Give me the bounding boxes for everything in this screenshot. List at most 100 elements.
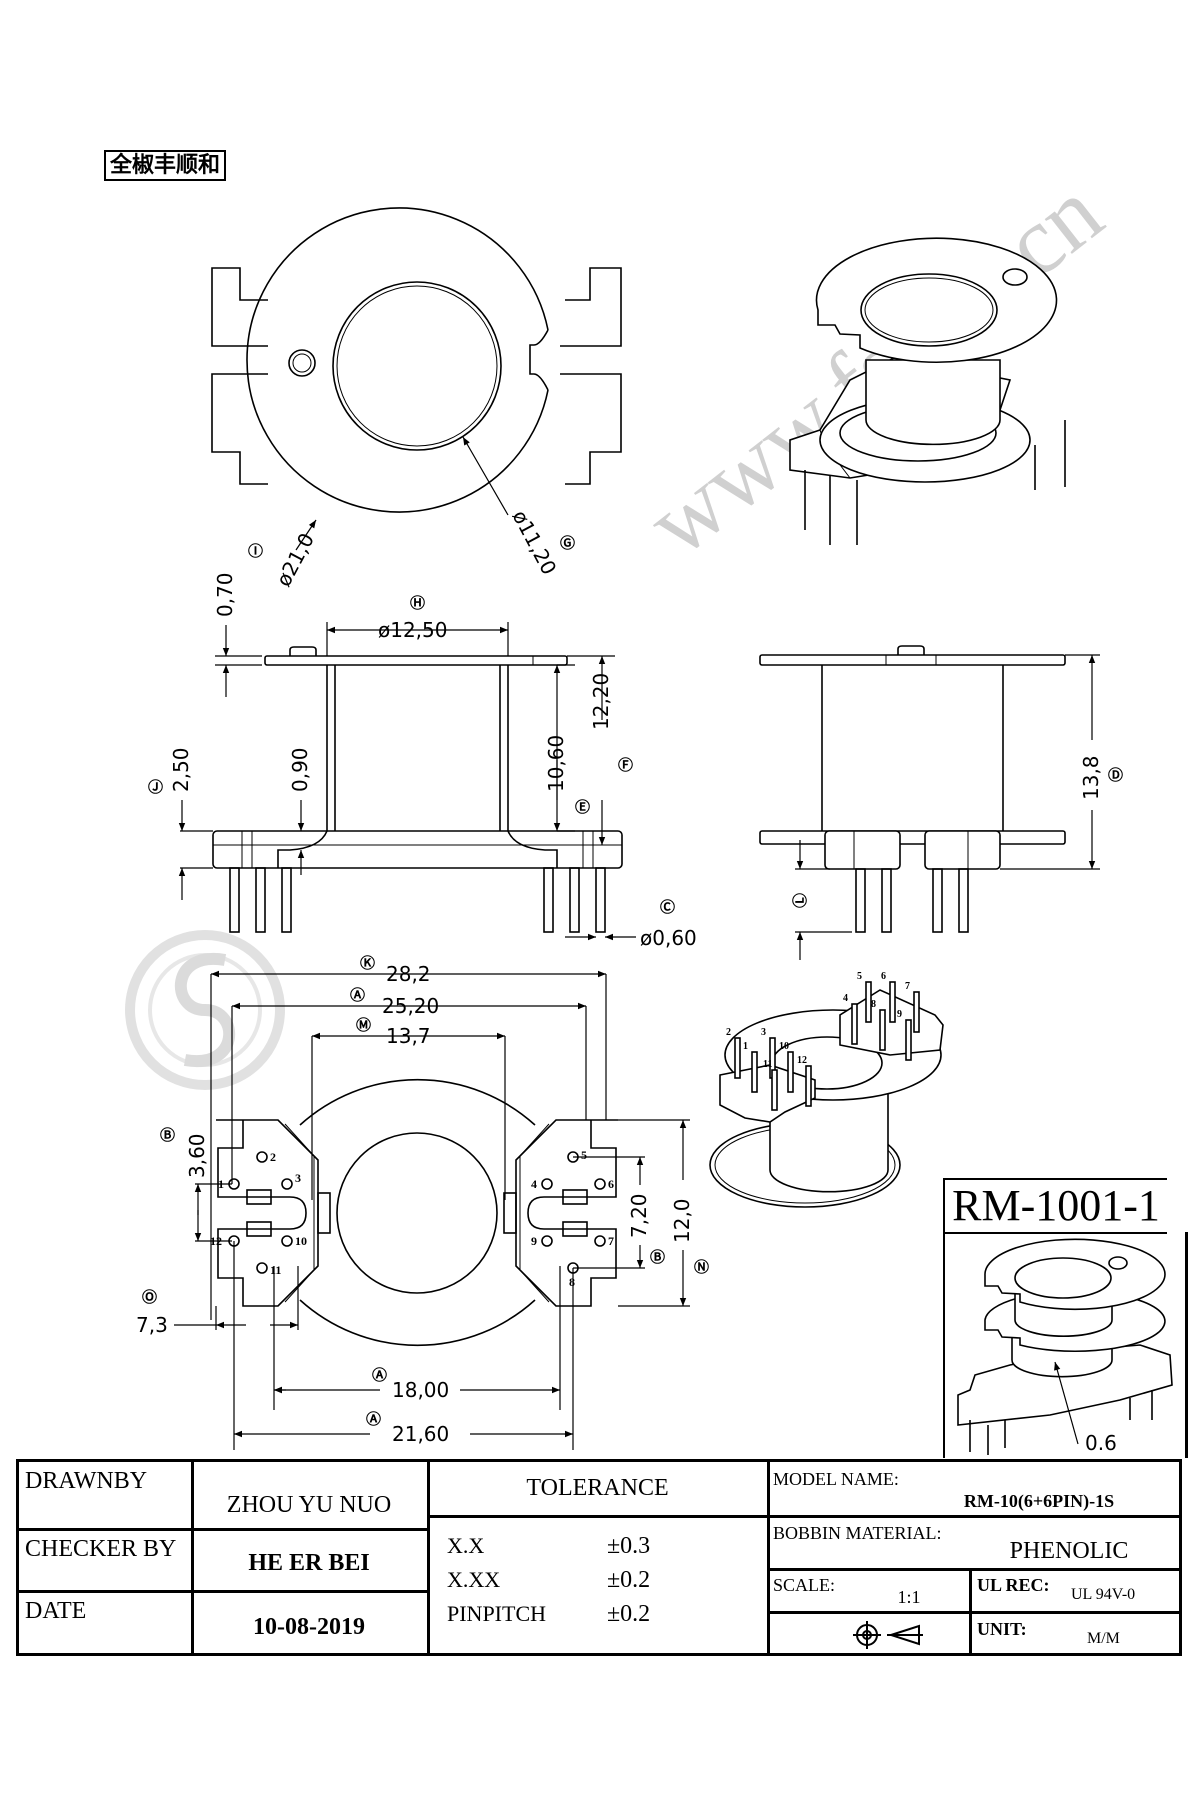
- tolerance-value: ±0.2: [607, 1601, 651, 1627]
- divider: [767, 1462, 770, 1653]
- marker-F: Ⓕ: [618, 756, 633, 774]
- top-view: [211, 207, 622, 551]
- dim-base-flange: 0,90: [288, 747, 312, 792]
- top-view-dim-inner: ø11,20 Ⓖ: [508, 506, 575, 579]
- ul-value: UL 94V-0: [1071, 1586, 1136, 1603]
- pin-hole-9: [541, 1235, 553, 1247]
- tolerance-label: TOLERANCE: [526, 1475, 669, 1501]
- checker-value: HE ER BEI: [248, 1550, 370, 1576]
- side-view: [759, 645, 1100, 960]
- iso-pin-2: [734, 1037, 741, 1079]
- dim-outer-diameter: ø21,0: [271, 529, 319, 590]
- pin-label-7: 7: [608, 1234, 614, 1248]
- divider: [191, 1528, 427, 1531]
- iso-pin-label-8: 8: [871, 999, 876, 1010]
- tolerance-key: X.XX: [447, 1567, 501, 1592]
- model-name-label: MODEL NAME:: [773, 1469, 899, 1489]
- iso-pin-6: [889, 981, 896, 1023]
- dim-inner-height: 12,20: [589, 673, 613, 730]
- iso-pin-label-5: 5: [857, 971, 862, 982]
- iso-pin-10: [787, 1051, 794, 1093]
- company-name: 全椒丰顺和: [104, 150, 227, 181]
- marker-B1: Ⓑ: [160, 1126, 175, 1144]
- tolerance-row: X.XX±0.2: [447, 1566, 757, 1596]
- iso-pin-label-2: 2: [726, 1027, 731, 1038]
- iso-pin-label-9: 9: [897, 1009, 902, 1020]
- marker-K: Ⓚ: [360, 954, 375, 972]
- front-view: [178, 622, 636, 941]
- marker-G: Ⓖ: [560, 534, 575, 552]
- first-angle-projection-icon: [853, 1621, 923, 1649]
- divider: [767, 1611, 1179, 1614]
- dim-inner-span: 18,00: [392, 1378, 449, 1402]
- marker-A3: Ⓐ: [350, 986, 365, 1004]
- pin-hole-11: [256, 1262, 268, 1274]
- dim-pin-spacing-right: 7,20: [627, 1193, 651, 1238]
- marker-C: Ⓒ: [660, 898, 675, 916]
- title-block: DRAWNBY ZHOU YU NUO CHECKER BY HE ER BEI…: [16, 1459, 1182, 1656]
- dim-inner-diameter: ø11,20: [508, 506, 562, 579]
- dim-pin-spacing-left: 3,60: [185, 1133, 209, 1178]
- pin-label-11: 11: [270, 1263, 281, 1277]
- divider: [767, 1568, 1179, 1571]
- tolerance-key: PINPITCH: [447, 1601, 547, 1626]
- marker-D: Ⓓ: [1108, 766, 1123, 784]
- marker-O: Ⓞ: [142, 1288, 157, 1306]
- pin-hole-3: [281, 1178, 293, 1190]
- divider: [19, 1590, 427, 1593]
- tolerance-key: X.X: [447, 1533, 485, 1558]
- front-view-dims: Ⓗ ø12,50 0,70 Ⓙ 2,50 0,90 10,60 Ⓔ 12,20 …: [148, 572, 697, 950]
- model-number-title: RM-1001-1: [943, 1178, 1167, 1234]
- dim-block-width: 7,3: [136, 1313, 168, 1337]
- side-view-dims: 13,8 Ⓓ Ⓛ: [791, 755, 1123, 908]
- iso-pin-7: [913, 991, 920, 1033]
- unit-label: UNIT:: [977, 1619, 1027, 1639]
- iso-pin-label-6: 6: [881, 971, 886, 982]
- iso-pin-8: [879, 1009, 886, 1051]
- pin-label-3: 3: [295, 1171, 301, 1185]
- ul-label: UL REC:: [977, 1575, 1050, 1595]
- scale-value: 1:1: [897, 1587, 921, 1607]
- date-label: DATE: [25, 1598, 87, 1624]
- dim-total-height: 13,8: [1079, 755, 1103, 800]
- pin-hole-4: [541, 1178, 553, 1190]
- marker-A1: Ⓐ: [366, 1410, 381, 1428]
- divider: [767, 1515, 1179, 1518]
- model-name-value: RM-10(6+6PIN)-1S: [963, 1491, 1115, 1511]
- iso-pin-label-10: 10: [779, 1041, 789, 1052]
- divider: [427, 1462, 430, 1653]
- unit-value: M/M: [1087, 1630, 1120, 1647]
- pin-label-2: 2: [270, 1150, 276, 1164]
- drawn-by-label: DRAWNBY: [25, 1468, 148, 1494]
- dim-pin-diameter: ø0,60: [640, 926, 697, 950]
- pin-label-4: 4: [531, 1177, 537, 1191]
- marker-B2: Ⓑ: [650, 1248, 665, 1266]
- scale-label: SCALE:: [773, 1575, 836, 1595]
- iso-pin-label-1: 1: [743, 1041, 748, 1052]
- dim-base-height: 2,50: [169, 747, 193, 792]
- iso-pin-12: [805, 1065, 812, 1107]
- model-box: [943, 1232, 1188, 1458]
- bottom-view-dims: Ⓚ 28,2 Ⓐ 25,20 Ⓜ 13,7 Ⓑ 3,60 7,20 Ⓑ 12,0…: [136, 954, 709, 1446]
- tolerance-row: X.X±0.3: [447, 1532, 757, 1562]
- iso-pin-label-4: 4: [843, 993, 848, 1004]
- drawn-by-value: ZHOU YU NUO: [226, 1492, 392, 1518]
- divider: [969, 1568, 972, 1653]
- material-label: BOBBIN MATERIAL:: [773, 1523, 942, 1543]
- model-box-callout: 0.6: [1085, 1431, 1117, 1455]
- iso-pin-9: [905, 1019, 912, 1061]
- iso-pin-5: [865, 981, 872, 1023]
- marker-L: Ⓛ: [791, 893, 809, 908]
- watermark-logo: [125, 930, 285, 1090]
- marker-I: Ⓘ: [248, 542, 263, 560]
- marker-H: Ⓗ: [410, 594, 425, 612]
- iso-pin-label-11: 11: [763, 1059, 772, 1070]
- dim-winding-height: 10,60: [544, 735, 568, 792]
- iso-pin-1: [751, 1051, 758, 1093]
- pin-label-5: 5: [581, 1148, 587, 1162]
